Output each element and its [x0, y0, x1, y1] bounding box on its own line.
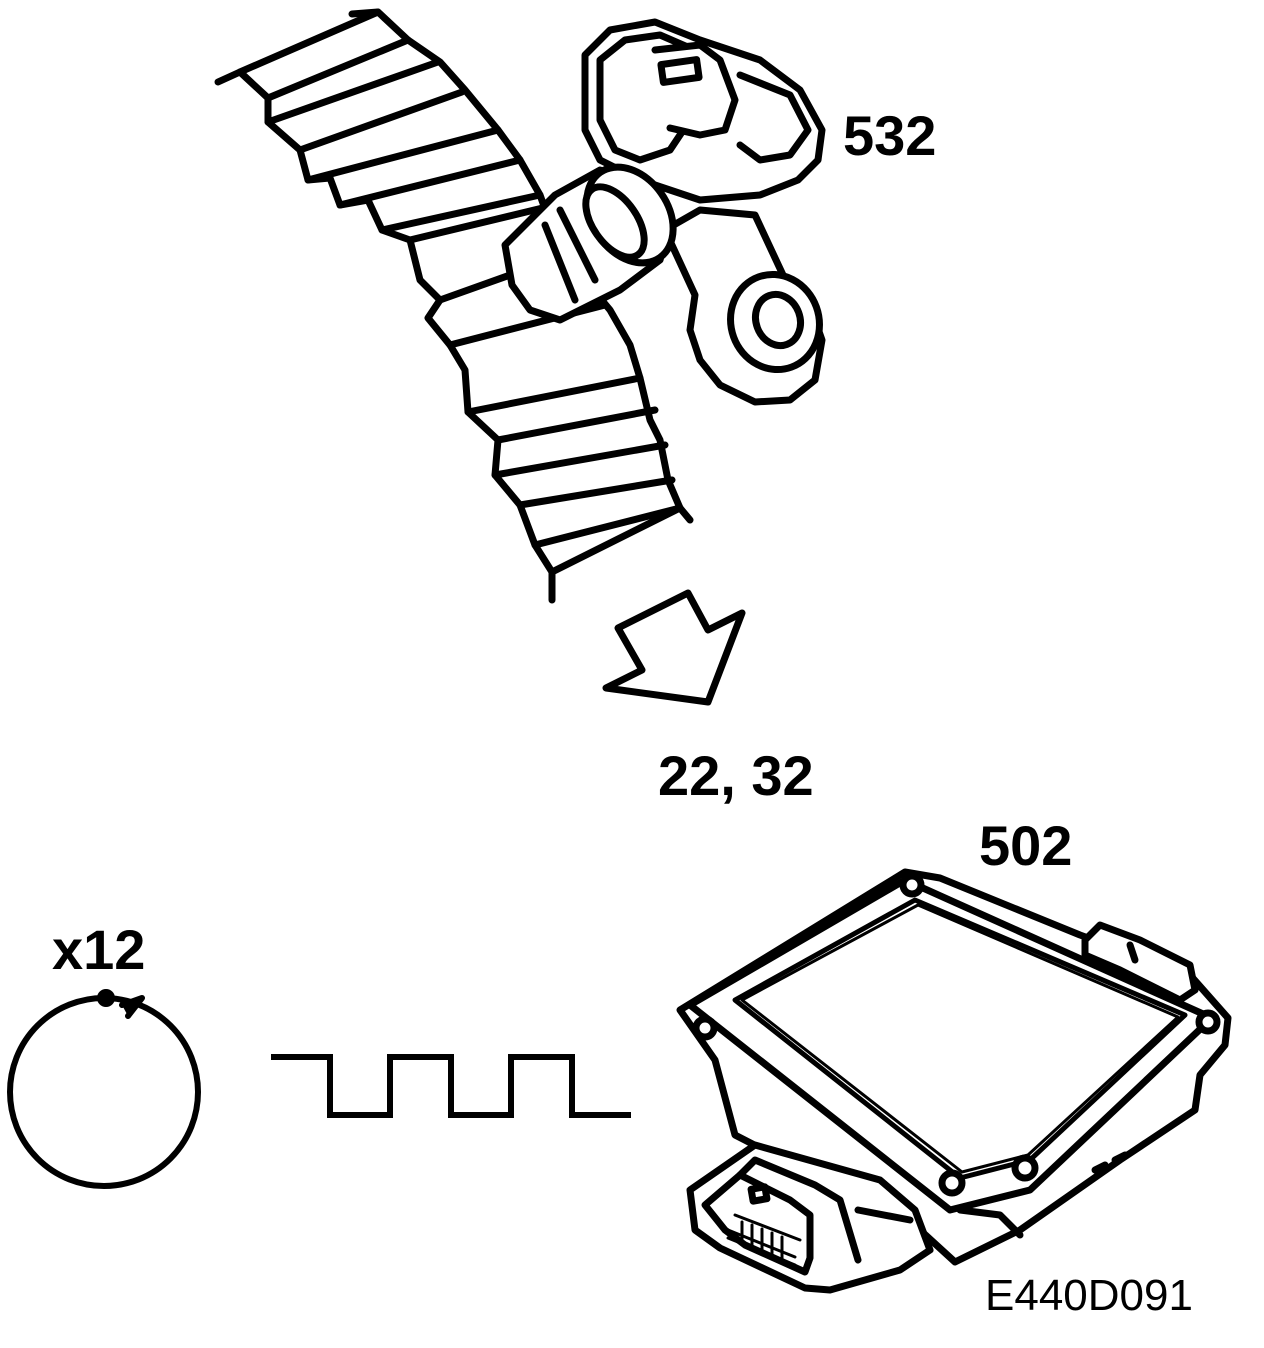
speed-sensor-icon: [501, 18, 826, 406]
square-wave-icon: [271, 1054, 631, 1118]
harness-conduit: [214, 8, 694, 604]
control-module-icon: [676, 868, 1232, 1294]
pulses-per-revolution-label: x12: [52, 918, 146, 981]
figure-reference-code: E440D091: [985, 1271, 1193, 1320]
part-number-control-module: 502: [979, 814, 1073, 877]
part-number-sensor: 532: [843, 104, 937, 167]
flow-arrow-icon: [602, 589, 746, 706]
pin-reference-label: 22, 32: [658, 744, 814, 807]
rotation-circle-icon: [7, 989, 201, 1189]
